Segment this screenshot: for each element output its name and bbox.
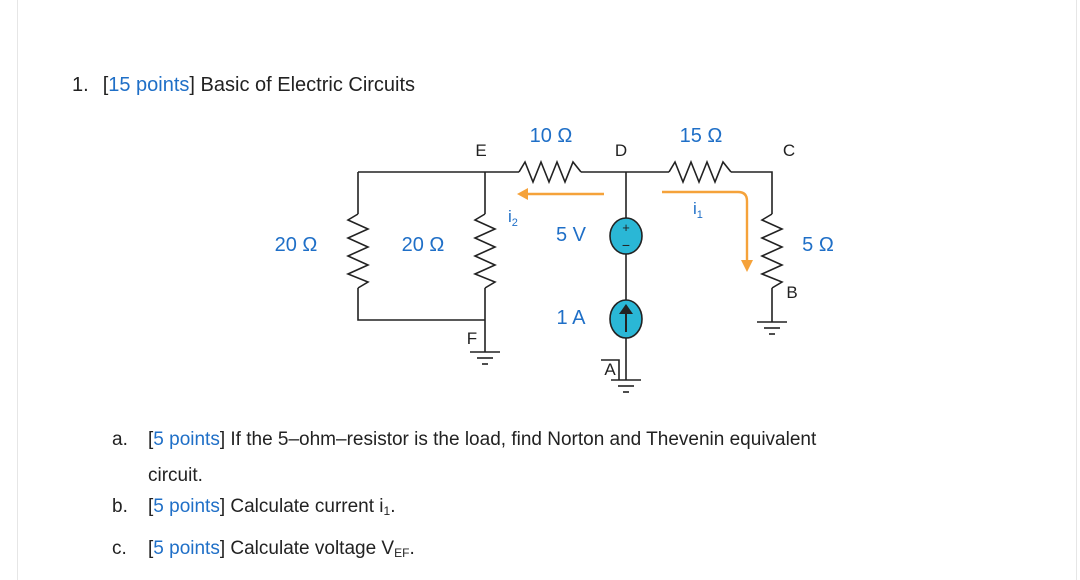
- label-i2: i2: [508, 207, 518, 229]
- subquestion-text-cont: circuit.: [148, 465, 203, 486]
- subquestion-letter: b.: [112, 496, 128, 517]
- question-points: 15 points: [108, 74, 190, 96]
- node-label-b: B: [786, 283, 797, 302]
- circuit-diagram: + − 10 Ω 15 Ω 20 Ω 20 Ω 5 Ω 5 V 1 A: [275, 125, 834, 393]
- current-source-1a: [609, 299, 643, 339]
- question-number: 1.: [72, 74, 89, 96]
- page-frame: [17, 0, 1077, 580]
- subquestion-text: Calculate voltage V: [230, 538, 395, 559]
- subquestion-subscript: 1: [383, 504, 391, 518]
- svg-text:A: A: [604, 360, 616, 379]
- label-i1: i1: [693, 199, 703, 221]
- label-15-ohm: 15 Ω: [680, 125, 723, 147]
- current-arrow-i1: [662, 190, 753, 272]
- label-10-ohm: 10 Ω: [530, 125, 573, 147]
- node-label-e: E: [475, 141, 486, 160]
- resistor-15-ohm: [668, 159, 732, 185]
- subquestion-points: 5 points: [153, 429, 220, 450]
- minus-sign: −: [622, 237, 630, 253]
- subquestion-c: c.[5 points] Calculate voltage VEF.: [112, 538, 415, 560]
- node-label-a: A: [601, 359, 620, 380]
- circuit-wires: [357, 171, 773, 380]
- resistor-5-ohm: [759, 213, 784, 289]
- subquestion-points: 5 points: [153, 538, 220, 559]
- subquestion-subscript: EF: [394, 546, 410, 560]
- subquestion-b: b.[5 points] Calculate current i1.: [112, 496, 396, 518]
- plus-sign: +: [622, 220, 630, 235]
- resistor-10-ohm: [518, 159, 582, 185]
- subquestion-text: If the 5–ohm–resistor is the load, find …: [230, 429, 817, 450]
- ground-symbol-a: [611, 379, 641, 393]
- current-arrow-i2: [517, 188, 604, 200]
- voltage-source-5v: + −: [609, 217, 643, 255]
- resistor-20-ohm-left: [345, 213, 370, 289]
- subquestion-letter: a.: [112, 429, 128, 450]
- subquestion-points: 5 points: [153, 496, 220, 517]
- label-20-ohm-mid: 20 Ω: [402, 234, 445, 256]
- resistor-20-ohm-mid: [472, 213, 497, 289]
- node-label-d: D: [615, 141, 627, 160]
- node-label-c: C: [783, 141, 795, 160]
- label-5v: 5 V: [556, 224, 587, 246]
- label-20-ohm-left: 20 Ω: [275, 234, 318, 256]
- question-heading: Basic of Electric Circuits: [200, 74, 416, 96]
- label-1a: 1 A: [557, 307, 587, 329]
- ground-symbol-b: [757, 321, 787, 335]
- subquestion-text: Calculate current i: [230, 496, 384, 517]
- subquestion-a: a.[5 points] If the 5–ohm–resistor is th…: [112, 422, 992, 494]
- subquestion-letter: c.: [112, 538, 127, 559]
- ground-symbol-f: [470, 330, 500, 365]
- node-label-f: F: [467, 329, 477, 348]
- question-title: 1.[15 points] Basic of Electric Circuits: [72, 74, 416, 96]
- label-5-ohm: 5 Ω: [802, 234, 834, 256]
